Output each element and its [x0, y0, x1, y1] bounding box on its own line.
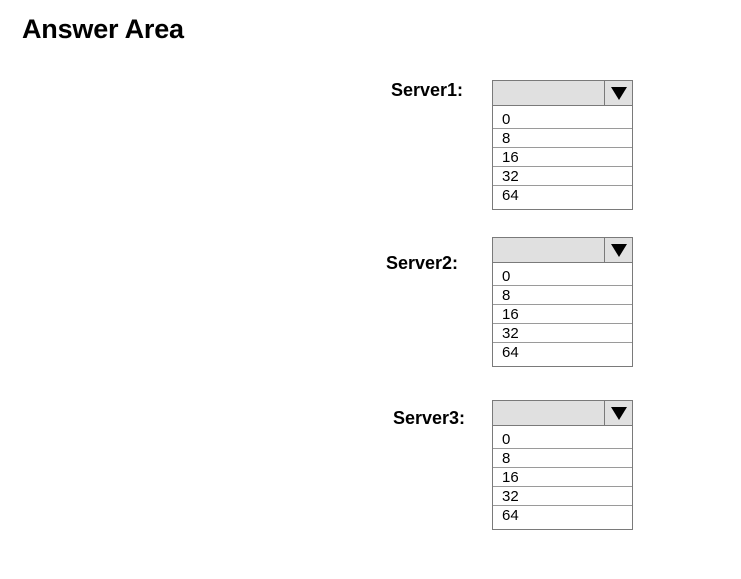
server2-options-list: 0 8 16 32 64 — [492, 263, 633, 367]
server1-label: Server1: — [391, 80, 464, 100]
server2-option[interactable]: 16 — [493, 305, 632, 324]
server3-option[interactable]: 64 — [502, 507, 519, 524]
server2-option[interactable]: 64 — [502, 344, 519, 361]
server1-option[interactable]: 16 — [493, 148, 632, 167]
server3-dropdown[interactable]: 0 8 16 32 64 — [492, 400, 633, 530]
server2-dropdown-button[interactable] — [604, 238, 632, 262]
server1-options-list: 0 8 16 32 64 — [492, 106, 633, 210]
chevron-down-icon — [611, 407, 627, 420]
server3-options-list: 0 8 16 32 64 — [492, 426, 633, 530]
server2-option[interactable]: 0 — [493, 267, 632, 286]
server1-option[interactable]: 32 — [493, 167, 632, 186]
server1-dropdown[interactable]: 0 8 16 32 64 — [492, 80, 633, 210]
server1-dropdown-button[interactable] — [604, 81, 632, 105]
server3-label: Server3: — [393, 408, 466, 428]
server3-option[interactable]: 8 — [493, 449, 632, 468]
server2-option[interactable]: 8 — [493, 286, 632, 305]
server3-option[interactable]: 16 — [493, 468, 632, 487]
server3-option[interactable]: 32 — [493, 487, 632, 506]
page-title: Answer Area — [22, 14, 184, 44]
server2-label: Server2: — [386, 253, 459, 273]
server1-dropdown-selected[interactable] — [492, 80, 633, 106]
chevron-down-icon — [611, 87, 627, 100]
server1-option[interactable]: 8 — [493, 129, 632, 148]
server3-dropdown-button[interactable] — [604, 401, 632, 425]
server3-option[interactable]: 0 — [493, 430, 632, 449]
server2-dropdown-selected[interactable] — [492, 237, 633, 263]
server1-option[interactable]: 64 — [502, 187, 519, 204]
server1-option[interactable]: 0 — [493, 110, 632, 129]
server3-dropdown-selected[interactable] — [492, 400, 633, 426]
chevron-down-icon — [611, 244, 627, 257]
server2-option[interactable]: 32 — [493, 324, 632, 343]
server2-dropdown[interactable]: 0 8 16 32 64 — [492, 237, 633, 367]
